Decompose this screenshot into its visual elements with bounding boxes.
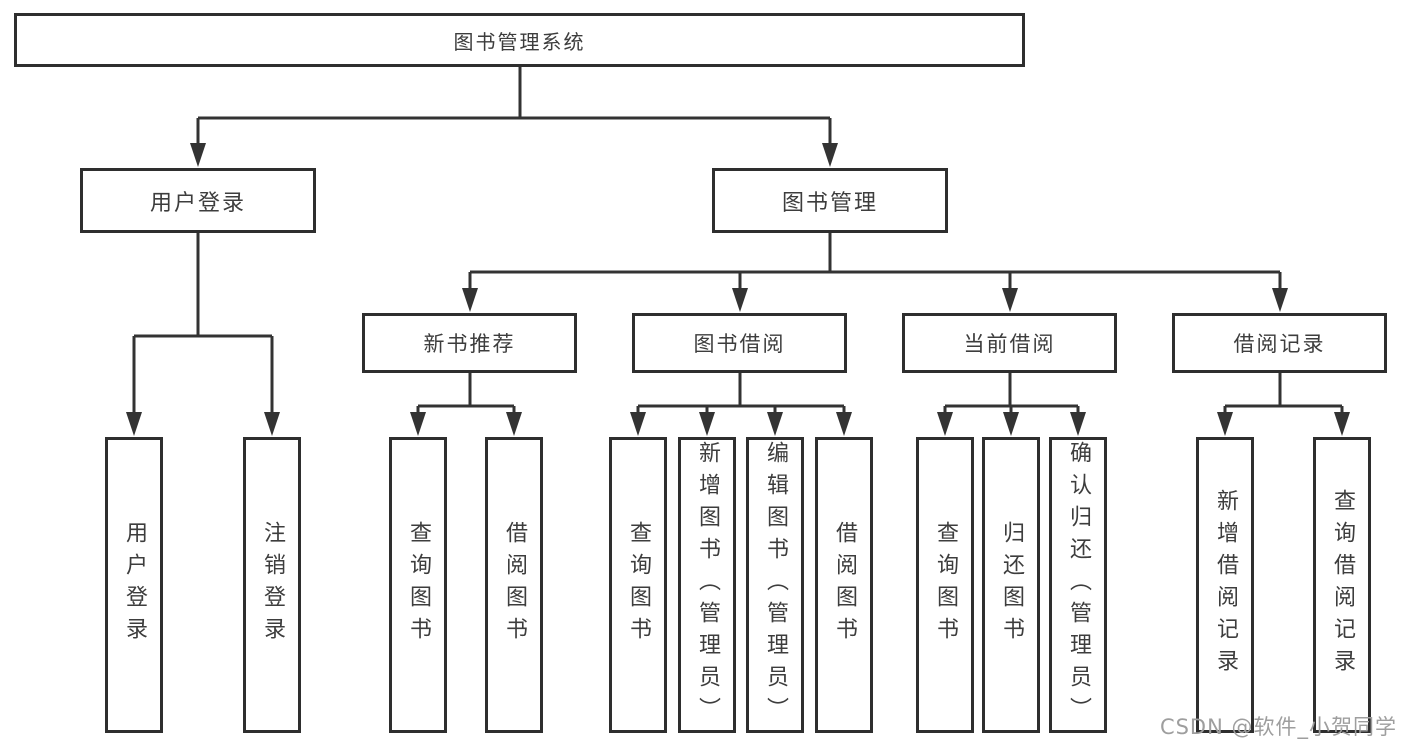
node-label: 用户登录 [149,190,246,216]
leaf-label: 查询图书 [626,521,651,649]
leaf-records-query-record: 查询借阅记录 [1313,437,1371,733]
leaf-borrow-add-books-admin: 新增图书（管理员） [678,437,736,733]
node-user-login-branch: 用户登录 [80,168,316,233]
leaf-label: 确认归还（管理员） [1066,441,1091,729]
node-current-borrow: 当前借阅 [902,313,1117,373]
leaf-recommend-query-books: 查询图书 [389,437,447,733]
leaf-borrow-borrow-books: 借阅图书 [815,437,873,733]
leaf-current-confirm-return-admin: 确认归还（管理员） [1049,437,1107,733]
leaf-label: 借阅图书 [832,521,857,649]
node-label: 图书管理 [781,190,878,216]
leaf-current-return-books: 归还图书 [982,437,1040,733]
leaf-label: 新增借阅记录 [1213,489,1238,681]
leaf-label: 查询图书 [406,521,431,649]
leaf-label: 注销登录 [260,521,285,649]
csdn-watermark: CSDN @软件_小贺同学 [1159,715,1397,739]
node-root: 图书管理系统 [14,13,1025,67]
leaf-records-add-record: 新增借阅记录 [1196,437,1254,733]
leaf-label: 新增图书（管理员） [695,441,720,729]
leaf-label: 用户登录 [122,521,147,649]
leaf-label: 查询图书 [933,521,958,649]
leaf-borrow-query-books: 查询图书 [609,437,667,733]
node-book-management-branch: 图书管理 [712,168,948,233]
node-label: 当前借阅 [963,332,1056,356]
leaf-logout: 注销登录 [243,437,301,733]
leaf-current-query-books: 查询图书 [916,437,974,733]
leaf-borrow-edit-books-admin: 编辑图书（管理员） [746,437,804,733]
node-root-label: 图书管理系统 [453,29,586,54]
node-book-borrow: 图书借阅 [632,313,847,373]
leaf-user-login: 用户登录 [105,437,163,733]
node-label: 新书推荐 [423,332,516,356]
leaf-label: 查询借阅记录 [1330,489,1355,681]
node-borrow-records: 借阅记录 [1172,313,1387,373]
node-new-book-recommend: 新书推荐 [362,313,577,373]
leaf-label: 归还图书 [999,521,1024,649]
node-label: 借阅记录 [1233,332,1326,356]
node-label: 图书借阅 [693,332,786,356]
leaf-recommend-borrow-books: 借阅图书 [485,437,543,733]
leaf-label: 借阅图书 [502,521,527,649]
leaf-label: 编辑图书（管理员） [763,441,788,729]
